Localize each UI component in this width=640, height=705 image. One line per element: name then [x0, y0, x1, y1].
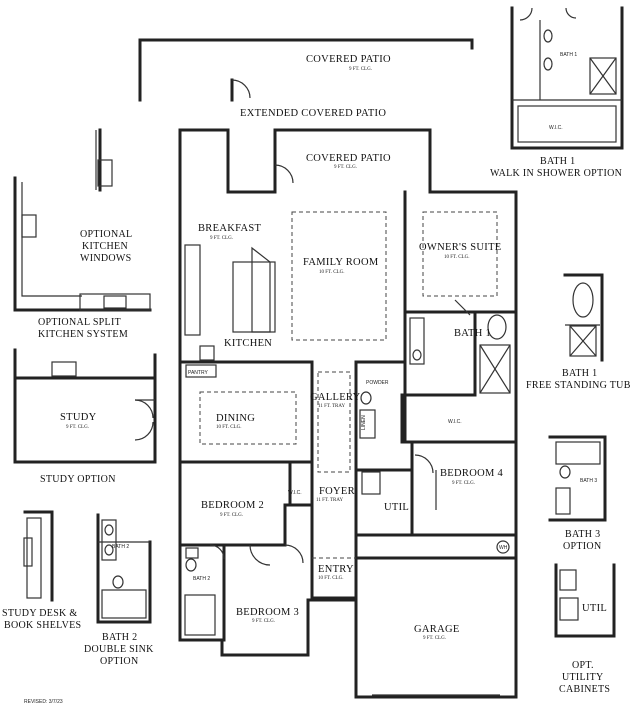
covered-patio-top-label: COVERED PATIO: [306, 54, 391, 65]
bath1-walk-wic-label: W.I.C.: [549, 125, 563, 131]
gallery-ceiling: 11 FT. TRAY: [318, 404, 345, 409]
option-study-desk: STUDY DESK & BOOK SHELVES: [2, 510, 81, 631]
option-bath3: BATH 3 BATH 3 OPTION: [548, 435, 607, 552]
split-kitchen-caption-1: OPTIONAL SPLIT: [38, 317, 121, 328]
bath1-walk-room-label: BATH 1: [560, 52, 577, 58]
option-study: STUDY 9 FT. CLG. STUDY OPTION: [13, 348, 157, 485]
dining-label: DINING: [216, 413, 255, 424]
study-room-label: STUDY: [60, 412, 97, 423]
extended-patio-label: EXTENDED COVERED PATIO: [240, 108, 386, 119]
bath3-option-room-label: BATH 3: [580, 478, 597, 484]
breakfast-ceiling: 9 FT. CLG.: [210, 236, 233, 241]
kitchen-windows-caption-3: WINDOWS: [80, 253, 132, 264]
bath2-caption-1: BATH 2: [102, 632, 137, 643]
option-bath1-free-standing-tub: BATH 1 FREE STANDING TUB: [526, 273, 631, 391]
kitchen-label: KITCHEN: [224, 338, 272, 349]
bath3-caption-1: BATH 3: [565, 529, 600, 540]
option-split-kitchen: OPTIONAL SPLIT KITCHEN SYSTEM: [13, 176, 152, 340]
bedroom2-label: BEDROOM 2: [201, 500, 264, 511]
dining-ceiling: 10 FT. CLG.: [216, 425, 241, 430]
owners-suite-label: OWNER'S SUITE: [419, 242, 502, 253]
bath2-caption-3: OPTION: [100, 656, 138, 667]
bath1-walk-caption-1: BATH 1: [540, 156, 575, 167]
wic-main-label: W.I.C.: [448, 419, 462, 425]
gallery-label: GALLERY: [310, 392, 361, 403]
main-house-details: [184, 79, 511, 696]
linen-label: LINEN: [361, 415, 367, 430]
split-kitchen-caption-2: KITCHEN SYSTEM: [38, 329, 128, 340]
covered-patio-top-ceiling: 9 FT. CLG.: [349, 67, 372, 72]
study-option-caption: STUDY OPTION: [40, 474, 116, 485]
utility-caption-2: UTILITY: [562, 672, 604, 683]
utility-caption-3: CABINETS: [559, 684, 610, 695]
option-utility-cabinets: UTIL OPT. UTILITY CABINETS: [554, 563, 616, 695]
utility-caption-1: OPT.: [572, 660, 594, 671]
breakfast-label: BREAKFAST: [198, 223, 261, 234]
bath3-caption-2: OPTION: [563, 541, 601, 552]
wh-label: WH: [499, 545, 508, 551]
bath1-tub-caption-2: FREE STANDING TUB: [526, 380, 631, 391]
entry-label: ENTRY: [318, 564, 354, 575]
bath2-caption-2: DOUBLE SINK: [84, 644, 154, 655]
kitchen-windows-caption-1: OPTIONAL: [80, 229, 132, 240]
study-desk-caption-2: BOOK SHELVES: [4, 620, 81, 631]
powder-label: POWDER: [366, 380, 389, 386]
bedroom4-label: BEDROOM 4: [440, 468, 504, 479]
bedroom3-ceiling: 9 FT. CLG.: [252, 619, 275, 624]
covered-patio-label: COVERED PATIO: [306, 153, 391, 164]
option-bath2-double-sink: BATH 2 BATH 2 DOUBLE SINK OPTION: [84, 513, 154, 667]
foyer-ceiling: 11 FT. TRAY: [316, 498, 343, 503]
covered-patio-ceiling: 9 FT. CLG.: [334, 165, 357, 170]
utility-option-room-label: UTIL: [582, 603, 607, 614]
foyer-label: FOYER: [319, 486, 355, 497]
bath1-label: BATH 1: [454, 328, 491, 339]
wic-bed2-label: W.I.C.: [288, 490, 302, 496]
bath1-tub-caption-1: BATH 1: [562, 368, 597, 379]
garage-label: GARAGE: [414, 624, 460, 635]
kitchen-windows-caption-2: KITCHEN: [82, 241, 128, 252]
family-room-label: FAMILY ROOM: [303, 257, 379, 268]
bedroom4-ceiling: 9 FT. CLG.: [452, 481, 475, 486]
pantry-label: PANTRY: [188, 370, 208, 376]
bath2-label: BATH 2: [193, 576, 210, 582]
bath2-option-room-label: BATH 2: [112, 544, 129, 550]
revised-date: REVISED: 3/7/23: [24, 699, 63, 705]
option-bath1-walk-in-shower: BATH 1 W.I.C. BATH 1 WALK IN SHOWER OPTI…: [490, 6, 624, 179]
family-room-ceiling: 10 FT. CLG.: [319, 270, 344, 275]
util-label: UTIL: [384, 502, 409, 513]
garage-ceiling: 9 FT. CLG.: [423, 636, 446, 641]
bedroom3-label: BEDROOM 3: [236, 607, 299, 618]
main-house-walls: [138, 38, 518, 699]
room-labels: COVERED PATIO 9 FT. CLG. EXTENDED COVERE…: [188, 54, 508, 641]
bath1-walk-caption-2: WALK IN SHOWER OPTION: [490, 168, 622, 179]
bedroom2-ceiling: 9 FT. CLG.: [220, 513, 243, 518]
owners-suite-ceiling: 10 FT. CLG.: [444, 255, 469, 260]
study-desk-caption-1: STUDY DESK &: [2, 608, 77, 619]
study-room-ceiling: 9 FT. CLG.: [66, 425, 89, 430]
entry-ceiling: 10 FT. CLG.: [318, 576, 343, 581]
option-kitchen-windows: OPTIONAL KITCHEN WINDOWS: [80, 128, 132, 264]
